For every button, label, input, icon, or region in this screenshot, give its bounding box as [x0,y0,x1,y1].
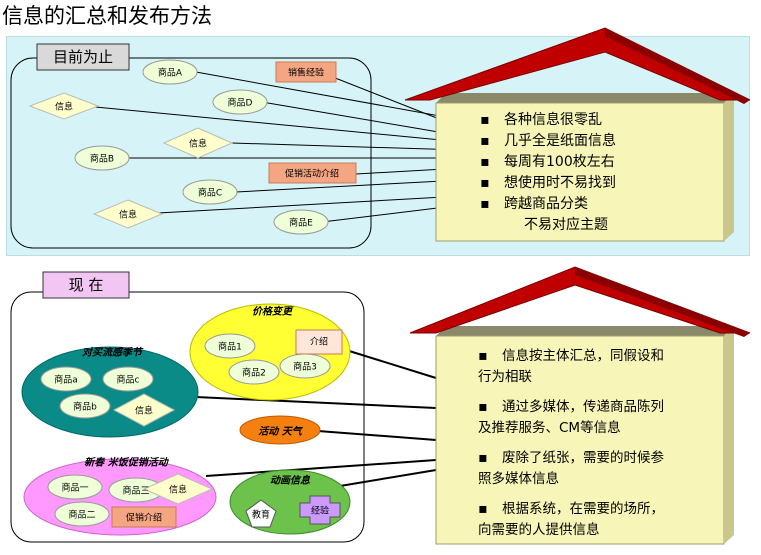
top-group-outline [10,57,372,249]
top-nodes [28,43,357,235]
bullet-line: 根据系统，在需要的场所， [502,501,664,517]
top-bullet-1: ▪ 各种信息很零乱 [480,110,616,131]
top-bullet-5: ▪ 跨越商品分类 [480,194,616,215]
header-now: 现 在 [68,276,104,294]
node-product-e: 商品E [289,218,313,229]
group-price-change: 价格变更 [252,306,292,318]
bottom-house [409,266,751,545]
bullet-mark: ▪ [480,175,490,191]
bullet-line: 信息按主体汇总，同假设和 [502,348,664,364]
node-info-spring: 信息 [168,485,188,496]
bottom-connectors [195,349,437,487]
top-bullet-3: ▪ 每周有100枚左右 [480,152,616,173]
bullet-mark: ▪ [478,348,488,364]
top-bullet-tail: 不易对应主题 [524,217,608,233]
bullet-line: 行为相联 [478,369,532,385]
group-new-year-rice: 新春 米饭促销活动 [84,457,168,469]
bullet-mark: ▪ [480,196,490,212]
node-experience: 经验 [310,506,330,517]
group-flu-season: 对买流感季节 [82,347,142,359]
node-product-b-lower: 商品b [73,402,97,413]
bullet-text: 想使用时不易找到 [504,175,616,191]
bullet-mark: ▪ [480,133,490,149]
bullet-line: 向需要的人提供信息 [478,522,600,538]
bottom-bullet-1: ▪ 信息按主体汇总，同假设和 [478,346,664,367]
node-product-one: 商品一 [61,483,89,494]
bullet-text: 跨越商品分类 [504,196,588,212]
bottom-bullet-2: ▪ 通过多媒体，传递商品陈列 [478,397,664,418]
bullet-mark: ▪ [480,112,490,128]
bottom-nodes [40,329,343,528]
top-bullet-list: ▪各种信息很零乱 ▪几乎全是纸面信息 ▪每周有100枚左右 ▪想使用时不易找到 … [480,110,616,236]
node-product-a-lower: 商品a [54,375,78,386]
bottom-bullet-3: ▪ 废除了纸张，需要的时候参 [478,448,664,469]
bullet-line: 废除了纸张，需要的时候参 [502,450,664,466]
header-until-now: 目前为止 [52,48,113,66]
node-product-two: 商品二 [68,510,96,521]
bottom-group-outline [10,291,365,543]
node-promo-intro: 促销活动介绍 [284,169,340,180]
group-animation-info: 动画信息 [270,475,310,487]
node-product-d: 商品D [227,98,253,109]
bullet-line: 通过多媒体，传递商品陈列 [502,399,664,415]
bottom-bullet-4: ▪ 根据系统，在需要的场所， [478,499,664,520]
bullet-mark: ▪ [478,450,488,466]
node-promo-intro-lower: 促销介绍 [125,513,163,524]
node-product-3: 商品3 [293,362,317,373]
bullet-text: 每周有100枚左右 [504,154,615,170]
node-product-2: 商品2 [242,368,266,379]
bullet-mark: ▪ [480,154,490,170]
top-connectors [84,71,463,223]
group-event-weather: 活动 天气 [258,426,302,438]
node-info-1: 信息 [54,102,74,113]
node-info-season: 信息 [134,406,154,417]
bullet-text: 各种信息很零乱 [504,112,602,128]
node-product-a: 商品A [157,68,183,79]
node-product-c: 商品C [197,188,223,199]
bullet-line: 照多媒体信息 [478,471,559,487]
bullet-line: 及推荐服务、CM等信息 [478,420,621,436]
node-product-1: 商品1 [218,342,242,353]
bottom-bullet-list: ▪ 信息按主体汇总，同假设和 行为相联 ▪ 通过多媒体，传递商品陈列 及推荐服务、C… [478,346,664,541]
bullet-mark: ▪ [478,501,488,517]
top-house [404,27,751,242]
node-product-three: 商品三 [122,486,150,497]
top-bullet-2: ▪ 几乎全是纸面信息 [480,131,616,152]
node-info-3: 信息 [118,210,138,221]
node-education: 教育 [251,510,271,521]
node-product-c-lower: 商品c [116,375,140,386]
top-bullet-4: ▪ 想使用时不易找到 [480,173,616,194]
node-sales-experience: 销售经验 [287,68,325,79]
node-product-b: 商品B [89,154,115,165]
node-info-2: 信息 [188,139,208,150]
bullet-mark: ▪ [478,399,488,415]
node-introduction: 介绍 [309,337,329,348]
page-title: 信息的汇总和发布方法 [2,4,212,28]
bullet-text: 几乎全是纸面信息 [504,133,616,149]
